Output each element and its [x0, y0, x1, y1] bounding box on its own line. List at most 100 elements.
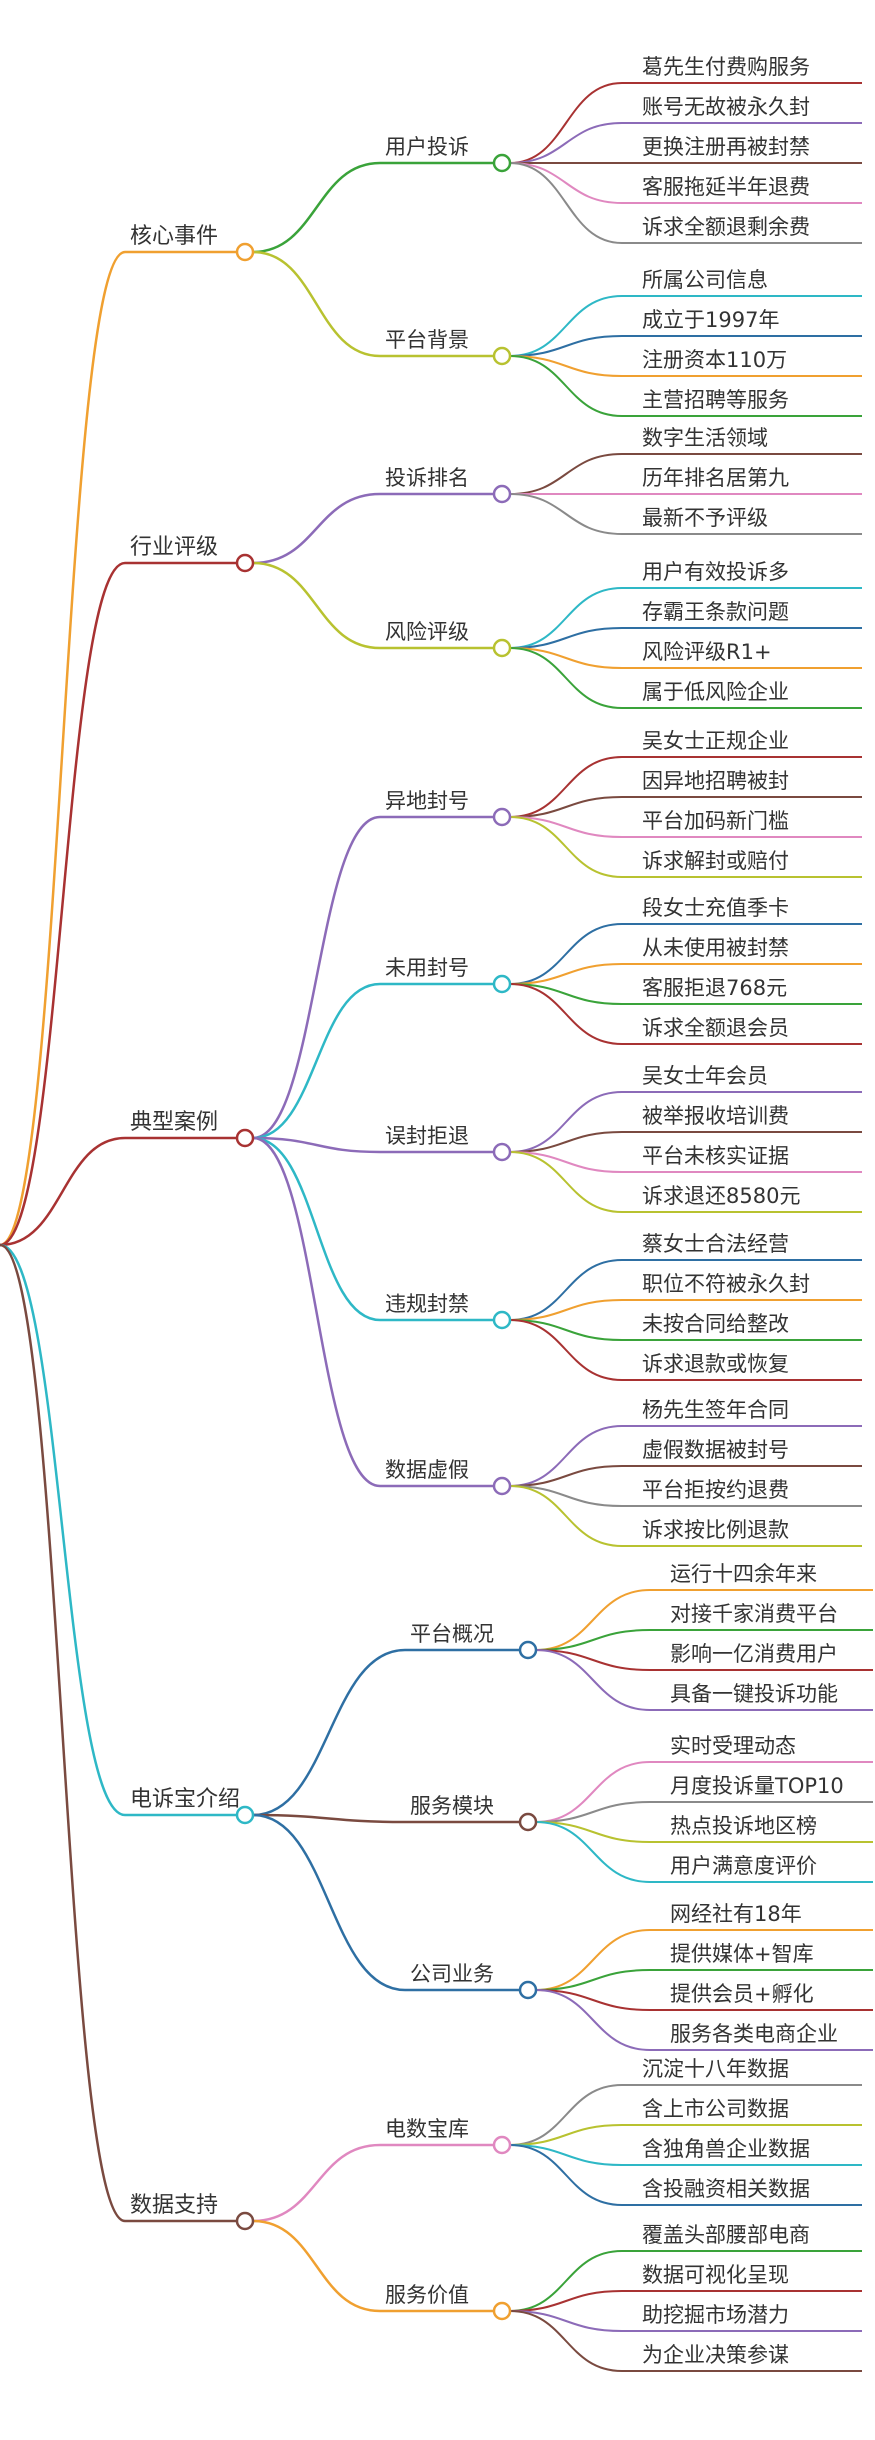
- topic-to-leaf-edge: [509, 1151, 623, 1213]
- topic-label: 服务价值: [385, 2283, 469, 2307]
- mind-map-nodes: 核心事件用户投诉葛先生付费购服务账号无故被永久封更换注册再被封禁客服拖延半年退费…: [130, 55, 844, 2367]
- topic-to-leaf-edge: [509, 1485, 623, 1507]
- leaf-label: 更换注册再被封禁: [642, 135, 810, 159]
- topic-to-leaf-edge: [509, 1299, 623, 1321]
- topic-label: 服务模块: [410, 1794, 494, 1818]
- topic-to-leaf-edge: [509, 1485, 623, 1547]
- leaf-label: 提供会员+孵化: [670, 1982, 814, 2006]
- topic-node-circle[interactable]: [518, 1812, 538, 1832]
- topic-to-leaf-edge: [509, 355, 623, 377]
- topic-node-circle[interactable]: [518, 1640, 538, 1660]
- root-to-branch-edge: [0, 561, 126, 1247]
- topic-node-circle[interactable]: [492, 153, 512, 173]
- leaf-label: 杨先生签年合同: [642, 1398, 789, 1422]
- branch-to-topic-edge: [252, 1813, 406, 1992]
- topic-node-circle[interactable]: [492, 974, 512, 994]
- leaf-label: 用户满意度评价: [670, 1854, 817, 1878]
- leaf-label: 热点投诉地区榜: [670, 1814, 817, 1838]
- topic-to-leaf-edge: [509, 983, 623, 1045]
- topic-to-leaf-edge: [509, 453, 623, 495]
- topic-to-leaf-edge: [535, 1989, 651, 2011]
- topic-node-circle[interactable]: [492, 484, 512, 504]
- topic-label: 未用封号: [385, 956, 469, 980]
- leaf-label: 存霸王条款问题: [642, 600, 789, 624]
- topic-to-leaf-edge: [535, 1821, 651, 1883]
- topic-to-leaf-edge: [509, 162, 623, 204]
- root-to-branch-edge: [0, 1243, 126, 2223]
- branch-to-topic-edge: [252, 2143, 381, 2223]
- topic-node-circle[interactable]: [518, 1980, 538, 2000]
- leaf-label: 成立于1997年: [642, 308, 779, 332]
- leaf-label: 平台加码新门槛: [642, 809, 789, 833]
- leaf-label: 账号无故被永久封: [642, 95, 810, 119]
- leaf-label: 用户有效投诉多: [642, 560, 789, 584]
- mind-map-edges: [0, 82, 873, 2372]
- topic-to-leaf-edge: [509, 2124, 623, 2146]
- topic-to-leaf-edge: [509, 493, 623, 535]
- topic-to-leaf-edge: [509, 355, 623, 417]
- topic-to-leaf-edge: [509, 1259, 623, 1321]
- leaf-label: 吴女士年会员: [642, 1064, 768, 1088]
- branch-to-topic-edge: [252, 161, 381, 254]
- leaf-label: 平台拒按约退费: [642, 1478, 789, 1502]
- topic-node-circle[interactable]: [492, 2135, 512, 2155]
- topic-to-leaf-edge: [535, 1629, 651, 1651]
- topic-label: 违规封禁: [385, 1292, 469, 1316]
- topic-to-leaf-edge: [509, 122, 623, 164]
- leaf-label: 诉求解封或赔付: [642, 849, 789, 873]
- leaf-label: 含独角兽企业数据: [642, 2137, 810, 2161]
- branch-node-circle[interactable]: [235, 1805, 255, 1825]
- branch-label: 核心事件: [130, 224, 218, 249]
- leaf-label: 提供媒体+智库: [670, 1942, 814, 1966]
- topic-node-circle[interactable]: [492, 1310, 512, 1330]
- topic-to-leaf-edge: [509, 1319, 623, 1381]
- branch-node-circle[interactable]: [235, 242, 255, 262]
- branch-node-circle[interactable]: [235, 553, 255, 573]
- topic-to-leaf-edge: [509, 816, 623, 878]
- leaf-label: 实时受理动态: [670, 1734, 796, 1758]
- leaf-label: 覆盖头部腰部电商: [642, 2223, 810, 2247]
- topic-to-leaf-edge: [509, 1091, 623, 1153]
- branch-to-topic-edge: [252, 815, 381, 1140]
- topic-to-leaf-edge: [535, 1761, 651, 1823]
- root-to-branch-edge: [0, 250, 126, 1247]
- leaf-label: 平台未核实证据: [642, 1144, 789, 1168]
- leaf-label: 影响一亿消费用户: [670, 1642, 838, 1666]
- leaf-label: 诉求全额退剩余费: [642, 215, 810, 239]
- leaf-label: 属于低风险企业: [642, 680, 789, 704]
- topic-to-leaf-edge: [509, 1151, 623, 1173]
- topic-node-circle[interactable]: [492, 807, 512, 827]
- topic-to-leaf-edge: [509, 2084, 623, 2146]
- branch-node-circle[interactable]: [235, 1128, 255, 1148]
- leaf-label: 蔡女士合法经营: [642, 1232, 789, 1256]
- topic-to-leaf-edge: [509, 2250, 623, 2312]
- topic-node-circle[interactable]: [492, 2301, 512, 2321]
- topic-to-leaf-edge: [509, 1131, 623, 1153]
- branch-node-circle[interactable]: [235, 2211, 255, 2231]
- topic-node-circle[interactable]: [492, 638, 512, 658]
- topic-node-circle[interactable]: [492, 346, 512, 366]
- topic-label: 用户投诉: [385, 135, 469, 159]
- leaf-label: 网经社有18年: [670, 1902, 802, 1926]
- leaf-label: 对接千家消费平台: [670, 1602, 838, 1626]
- leaf-label: 最新不予评级: [642, 506, 768, 530]
- leaf-label: 数字生活领域: [642, 426, 768, 450]
- leaf-label: 因异地招聘被封: [642, 769, 789, 793]
- leaf-label: 葛先生付费购服务: [642, 55, 810, 79]
- branch-to-topic-edge: [252, 1648, 406, 1817]
- topic-to-leaf-edge: [509, 963, 623, 985]
- branch-to-topic-edge: [252, 250, 381, 358]
- branch-label: 数据支持: [130, 2193, 218, 2218]
- leaf-label: 职位不符被永久封: [642, 1272, 810, 1296]
- leaf-label: 风险评级R1+: [642, 640, 772, 664]
- topic-node-circle[interactable]: [492, 1476, 512, 1496]
- branch-label: 行业评级: [130, 535, 218, 560]
- branch-to-topic-edge: [252, 2219, 381, 2313]
- branch-to-topic-edge: [252, 1136, 381, 1154]
- topic-to-leaf-edge: [509, 2144, 623, 2166]
- topic-node-circle[interactable]: [492, 1142, 512, 1162]
- leaf-label: 诉求退还8580元: [642, 1184, 800, 1208]
- branch-to-topic-edge: [252, 1813, 406, 1824]
- topic-to-leaf-edge: [535, 1801, 651, 1823]
